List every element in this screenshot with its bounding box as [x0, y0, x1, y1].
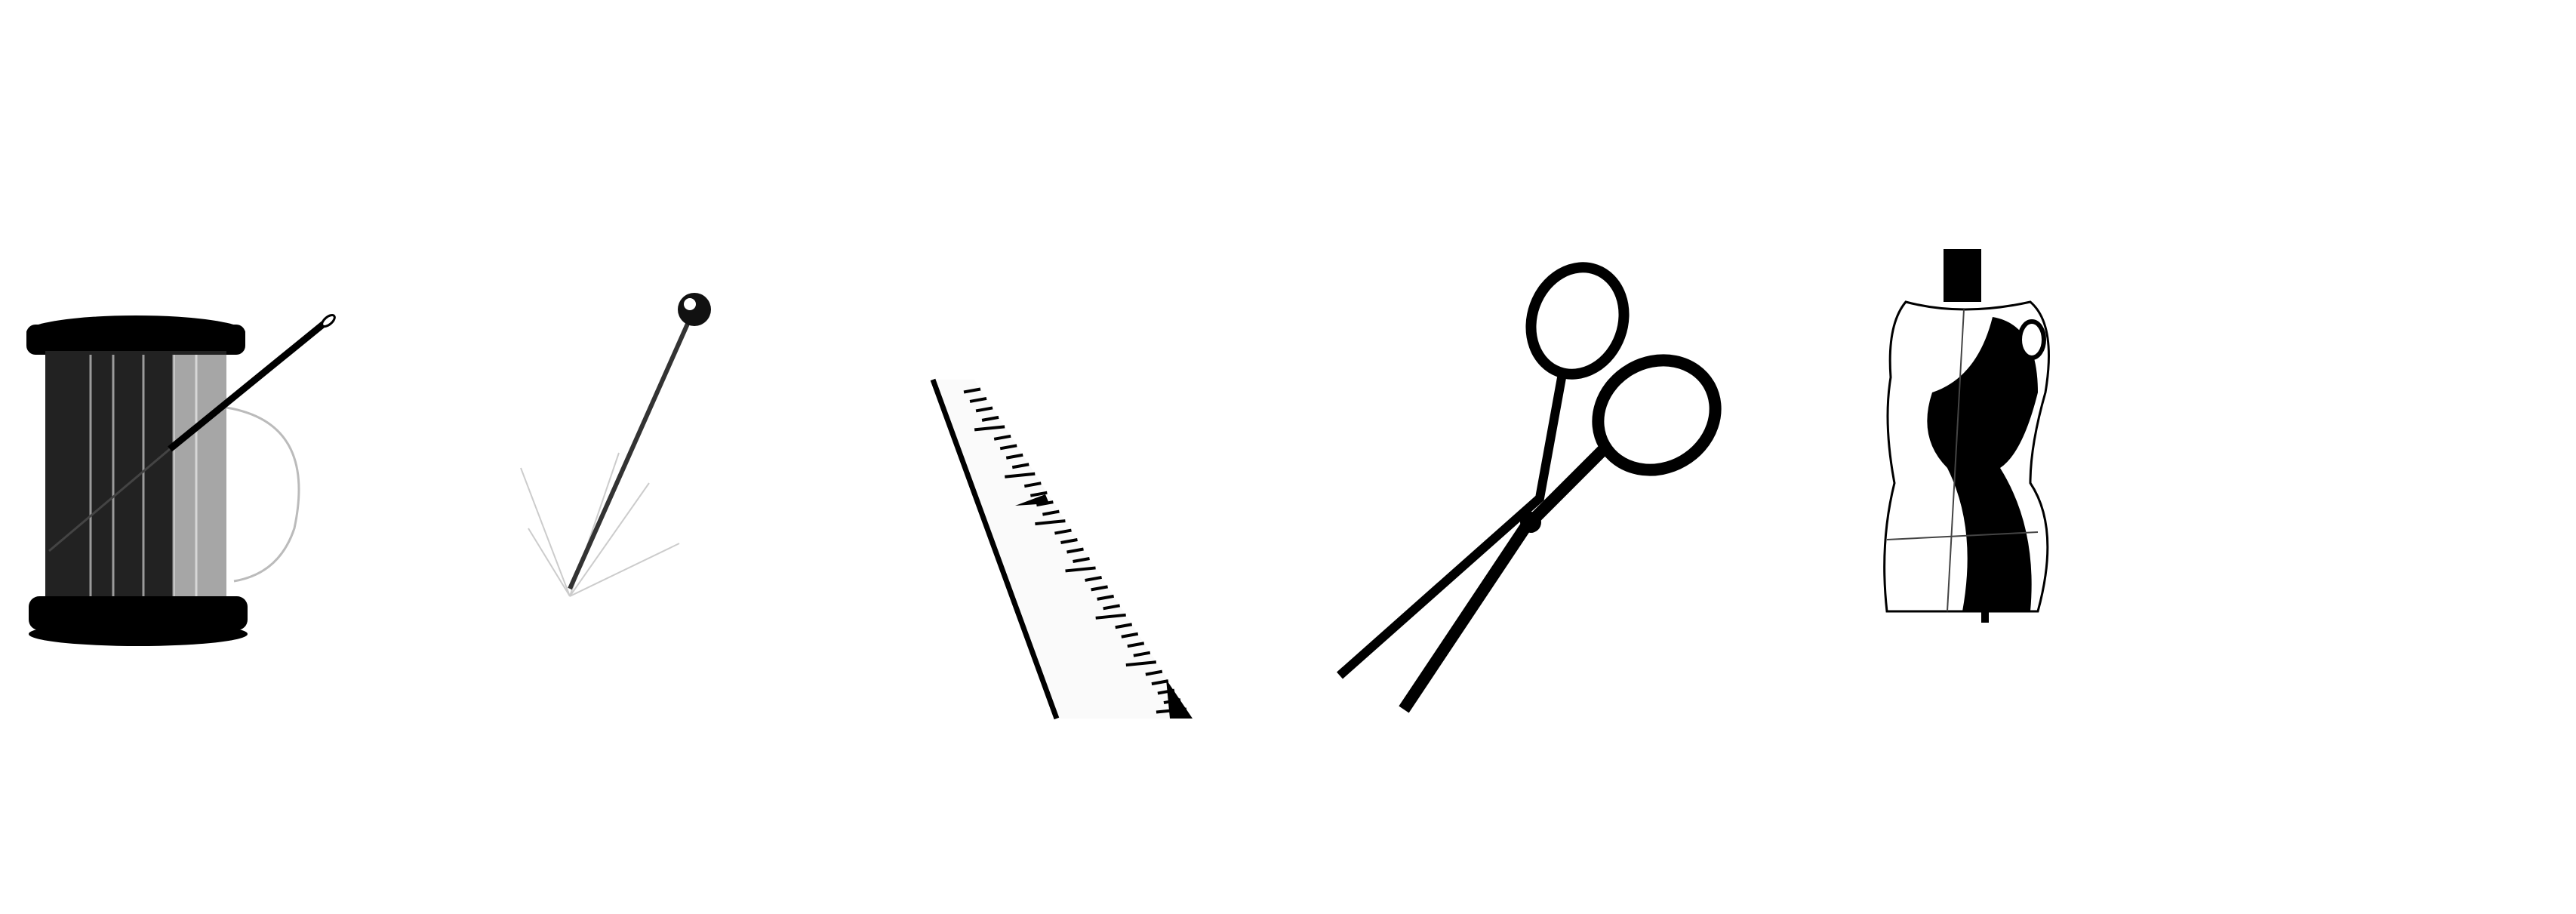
- ruler-tick: [1133, 651, 1151, 657]
- ruler-tick: [1145, 669, 1163, 676]
- ruler-tick: [1023, 482, 1042, 488]
- ruler-tick: [993, 434, 1011, 441]
- ruler-tick: [1085, 575, 1102, 582]
- ruler-tick: [1115, 623, 1133, 629]
- ruler-tick: [1103, 604, 1121, 611]
- ruler-tick: [963, 387, 981, 394]
- ruler-tick: [1060, 538, 1078, 544]
- ruler-tick: [975, 406, 993, 413]
- ruler-tick: [999, 444, 1017, 451]
- ruler-tick: [1091, 585, 1108, 592]
- ruler-tick: [1095, 613, 1126, 620]
- ruler-tick: [1125, 660, 1157, 667]
- ruler-tick: [1121, 632, 1139, 639]
- scissors-icon: [1337, 262, 1722, 713]
- ruler-tick: [1054, 528, 1072, 535]
- ruler-tick: [1029, 491, 1048, 497]
- ruler-tick: [1073, 557, 1090, 563]
- ruler-icon: [930, 378, 1193, 720]
- ruler-tick: [1005, 453, 1023, 460]
- ruler-tick: [1127, 642, 1145, 648]
- ruler-tick: [1011, 463, 1029, 469]
- pin-icon: [520, 293, 711, 597]
- ruler-tick: [981, 415, 999, 422]
- ruler-tick: [1035, 519, 1066, 526]
- ruler-tick: [974, 425, 1005, 432]
- ruler-tick: [1097, 594, 1114, 601]
- ruler-tick: [1005, 472, 1036, 479]
- ruler-tick: [1066, 547, 1084, 554]
- ruler-tick: [1042, 509, 1060, 516]
- dress-form-icon: [1883, 249, 2050, 623]
- ruler-tick: [969, 396, 987, 403]
- spool-icon: [26, 314, 336, 646]
- ruler-tick: [1065, 566, 1096, 573]
- ruler-tick: [1151, 679, 1169, 686]
